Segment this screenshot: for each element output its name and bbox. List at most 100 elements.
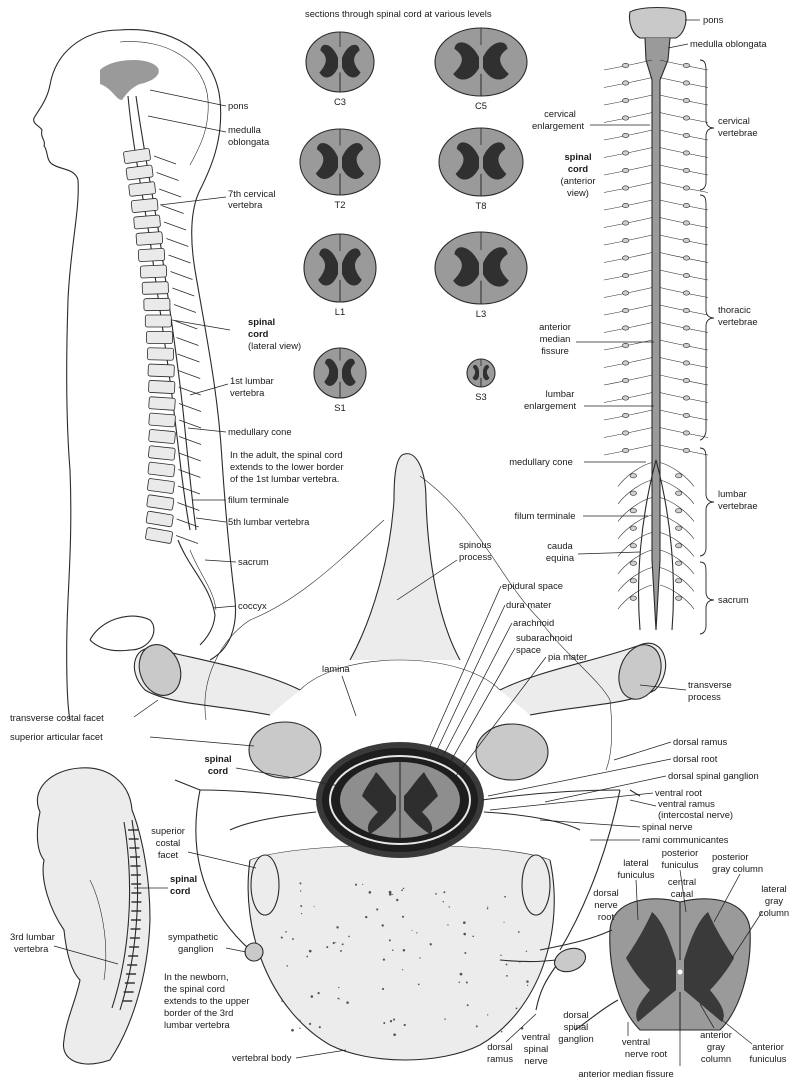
label-ventral-spinal-nerve-2: spinal — [524, 1043, 549, 1054]
vertebra-block — [131, 198, 158, 213]
label-anterior-median-fissure-top: anterior — [539, 321, 571, 332]
label-spinal-cord-anterior-2: cord — [568, 163, 589, 174]
section-label: T2 — [335, 199, 346, 210]
label-sympathetic-ganglion: sympathetic — [168, 931, 218, 942]
label-dorsal-ramus-cross-2: ramus — [487, 1053, 513, 1064]
label-lateral-gray-column: lateral — [761, 883, 787, 894]
vertebra-block — [149, 413, 176, 427]
section-t2: T2 — [300, 129, 380, 210]
label-sacrum-lateral: sacrum — [238, 556, 269, 567]
label-rami-communicantes: rami communicantes — [642, 834, 729, 845]
label-1st-lumbar: 1st lumbar — [230, 375, 274, 386]
label-spinal-nerve: spinal nerve — [642, 821, 693, 832]
section-label: S1 — [334, 402, 345, 413]
newborn-note-5: lumbar vertebra — [164, 1019, 230, 1030]
label-spinous-process: spinous — [459, 539, 492, 550]
label-medulla-lateral-2: oblongata — [228, 136, 270, 147]
label-anterior-median-fissure-top-3: fissure — [541, 345, 569, 356]
section-s1: S1 — [314, 348, 366, 413]
label-filum-anterior: filum terminale — [515, 510, 576, 521]
label-dorsal-nerve-root-3: root — [598, 911, 615, 922]
label-epidural-space: epidural space — [502, 580, 563, 591]
label-superior-costal-facet-2: costal — [156, 837, 181, 848]
vertebra-block — [147, 348, 173, 361]
vertebra-block — [134, 215, 161, 229]
section-s3: S3 — [467, 359, 495, 402]
label-posterior-gray-column-2: gray column — [712, 863, 763, 874]
label-dorsal-spinal-ganglion-cross: dorsal — [563, 1009, 589, 1020]
newborn-note-3: extends to the upper — [164, 995, 249, 1006]
label-ventral-ramus-2: (intercostal nerve) — [658, 809, 733, 820]
label-medulla-anterior: medulla oblongata — [690, 38, 767, 49]
label-dorsal-nerve-root-2: nerve — [594, 899, 617, 910]
newborn-note-1: In the newborn, — [164, 971, 229, 982]
label-medulla-lateral: medulla — [228, 124, 262, 135]
label-lateral-gray-column-2: gray — [765, 895, 784, 906]
label-dorsal-root: dorsal root — [673, 753, 718, 764]
vertebra-block — [145, 527, 173, 543]
label-lateral-gray-column-3: column — [759, 907, 789, 918]
label-sacrum-anterior: sacrum — [718, 594, 749, 605]
adult-note-2: extends to the lower border — [230, 461, 344, 472]
label-dorsal-spinal-ganglion-cross-2: spinal — [564, 1021, 589, 1032]
section-c3: C3 — [306, 32, 374, 107]
label-3rd-lumbar-2: vertebra — [14, 943, 49, 954]
label-cervical-enlargement-2: enlargement — [532, 120, 585, 131]
section-l3: L3 — [435, 232, 527, 319]
vertebra-block — [148, 446, 175, 461]
label-5th-lumbar: 5th lumbar vertebra — [228, 516, 310, 527]
label-sympathetic-ganglion-2: ganglion — [178, 943, 213, 954]
label-spinal-cord-lateral-2: cord — [248, 328, 269, 339]
label-superior-articular-facet: superior articular facet — [10, 731, 103, 742]
label-arachnoid: arachnoid — [513, 617, 554, 628]
label-vertebral-body: vertebral body — [232, 1052, 292, 1063]
newborn-note-2: the spinal cord — [164, 983, 225, 994]
label-ventral-spinal-nerve: ventral — [522, 1031, 550, 1042]
vertebra-block — [129, 182, 156, 197]
lateral-view-figure — [34, 30, 236, 720]
label-superior-costal-facet-3: facet — [158, 849, 179, 860]
vertebra-block — [140, 265, 167, 278]
vertebra-block — [149, 397, 176, 411]
label-spinal-cord-lateral-3: (lateral view) — [248, 340, 301, 351]
label-subarachnoid-space-2: space — [516, 644, 541, 655]
label-pons-anterior: pons — [703, 14, 724, 25]
label-anterior-gray-column-2: gray — [707, 1041, 726, 1052]
label-anterior-funiculus: anterior — [752, 1041, 784, 1052]
label-spinal-cord-newborn: spinal — [170, 873, 197, 884]
newborn-note-4: border of the 3rd — [164, 1007, 233, 1018]
label-spinal-cord-vertebra-2: cord — [208, 765, 229, 776]
vertebra-block — [148, 364, 174, 377]
label-lumbar-enlargement: lumbar — [546, 388, 575, 399]
anterior-labels: pons medulla oblongata cervical enlargem… — [509, 14, 767, 634]
label-3rd-lumbar: 3rd lumbar — [10, 931, 55, 942]
label-ventral-nerve-root: ventral — [622, 1036, 650, 1047]
section-label: C5 — [475, 100, 487, 111]
label-anterior-median-fissure-top-2: median — [540, 333, 571, 344]
sections-title: sections through spinal cord at various … — [305, 8, 492, 19]
label-ventral-spinal-nerve-3: nerve — [524, 1055, 547, 1066]
label-cauda-equina: cauda — [547, 540, 573, 551]
label-anterior-funiculus-2: funiculus — [749, 1053, 786, 1064]
anterior-view-figure — [604, 8, 708, 631]
label-lamina: lamina — [322, 663, 350, 674]
label-lumbar-vertebrae: lumbar — [718, 488, 747, 499]
vertebra-block — [147, 478, 174, 493]
vertebra-block — [149, 429, 176, 443]
vertebra-block — [145, 315, 171, 327]
label-cauda-equina-2: equina — [546, 552, 575, 563]
label-7th-cervical-2: vertebra — [228, 199, 263, 210]
label-cervical-vertebrae: cervical — [718, 115, 750, 126]
label-7th-cervical: 7th cervical — [228, 188, 275, 199]
vertebra-block — [148, 380, 175, 393]
vertebra-block — [146, 511, 174, 527]
label-pia-mater: pia mater — [548, 651, 587, 662]
label-posterior-funiculus-2: funiculus — [661, 859, 698, 870]
section-label: S3 — [475, 391, 486, 402]
label-posterior-gray-column: posterior — [712, 851, 748, 862]
section-c5: C5 — [435, 28, 527, 111]
label-central-canal-2: canal — [671, 888, 693, 899]
newborn-illustration — [37, 768, 150, 1064]
